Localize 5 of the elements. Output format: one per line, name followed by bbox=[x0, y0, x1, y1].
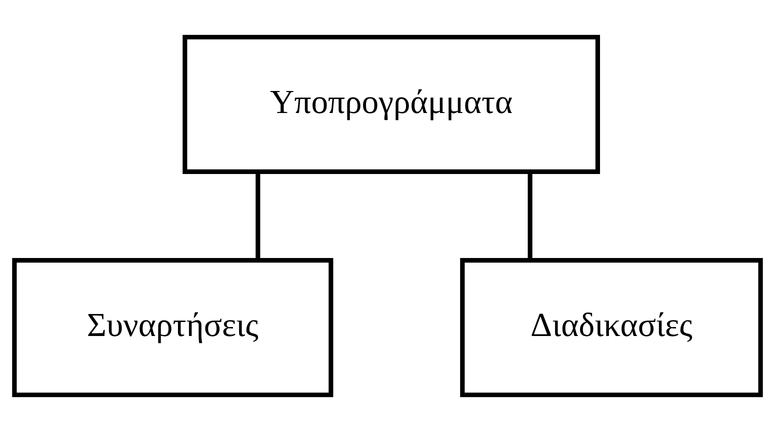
node-box: Διαδικασίες bbox=[460, 258, 763, 398]
connector bbox=[256, 172, 260, 260]
node-box: Υποπρογράμματα bbox=[182, 34, 600, 174]
connector bbox=[528, 172, 532, 260]
node-box: Συναρτήσεις bbox=[12, 258, 334, 398]
